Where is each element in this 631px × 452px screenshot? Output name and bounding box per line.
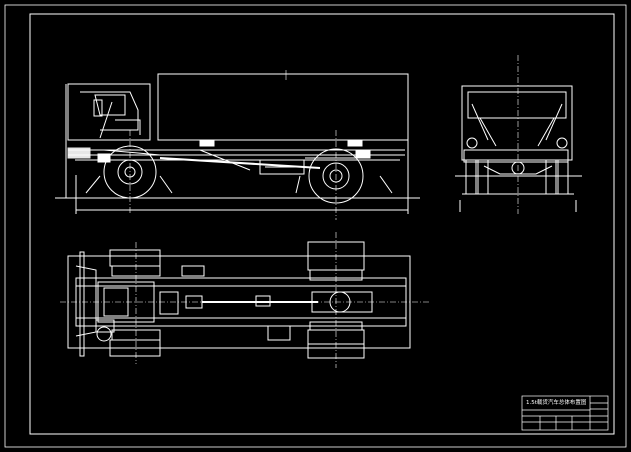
side-view (55, 70, 420, 220)
front-left-wheel-top (109, 249, 161, 267)
cab-outline (67, 83, 151, 141)
front-cab-outline (461, 85, 573, 161)
inner-frame (29, 13, 615, 435)
drawing-title: 1.5t载货汽车总体布置图 (526, 400, 587, 406)
cargo-box (157, 73, 409, 141)
top-view (60, 232, 430, 368)
front-view (455, 55, 582, 214)
title-block (521, 395, 609, 431)
outer-frame (4, 4, 627, 448)
